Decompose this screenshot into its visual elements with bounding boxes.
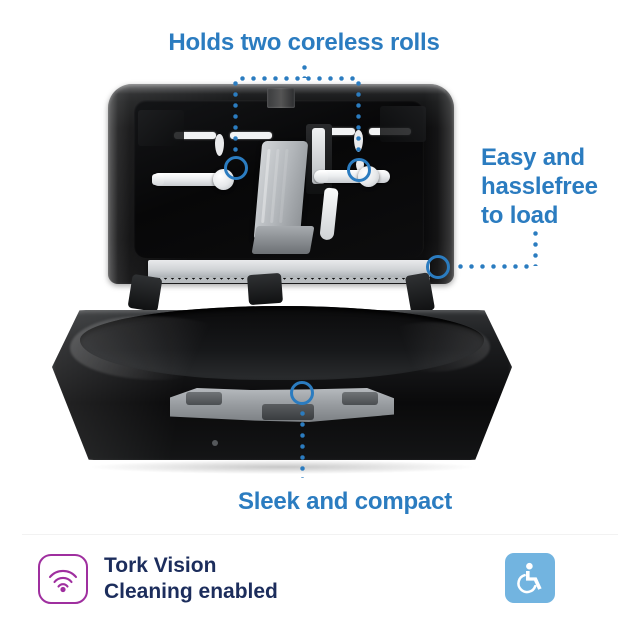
wifi-signal-icon [38,554,88,604]
wheelchair-accessible-icon [505,553,555,603]
connector-right-run [455,264,535,269]
interior-vent-right [380,106,426,142]
callout-label-sleek-and-compact: Sleek and compact [237,488,453,515]
spindle-shaft-left [152,173,228,186]
roll-divider-fin [253,141,309,239]
lid-right-bevel-highlight [424,84,454,284]
footer: Tork Vision Cleaning enabled [0,545,640,640]
interior-slot-right-a [313,128,355,135]
lid-latch-nub [267,88,295,108]
base-screw-point [212,440,218,446]
interior-vent-left [138,110,184,146]
dispenser-base [52,292,512,474]
connector-top-bus [237,76,361,81]
interior-drip-left [215,134,224,156]
lid-left-bevel-highlight [108,84,130,284]
roll-spindle-left [152,169,234,190]
connector-top-branch-left [233,78,238,154]
base-gloss-highlight-right [370,322,490,372]
product-image [52,84,512,474]
roll-divider-base [251,226,315,254]
tear-bar [148,260,430,283]
callout-marker-right-spindle [347,158,371,182]
bracket-slot-right [342,392,378,405]
connector-bottom-run [300,408,305,478]
bracket-center-notch [262,404,314,420]
callout-label-holds-two-coreless-rolls: Holds two coreless rolls [168,29,440,56]
base-opening-rim [80,306,484,380]
connector-top-stem [302,62,307,78]
dispenser-lid [108,84,454,284]
bracket-slot-left [186,392,222,405]
tork-vision-badge: Tork Vision Cleaning enabled [38,553,278,605]
tork-vision-label: Tork Vision Cleaning enabled [104,554,278,603]
callout-marker-base [290,381,314,405]
interior-slot-left-a [174,132,216,139]
base-gloss-highlight-left [70,316,250,380]
tear-bar-teeth [148,277,430,283]
callout-label-easy-and-hasslefree-to-load: Easy and hasslefree to load [481,144,598,229]
callout-marker-left-spindle [224,156,248,180]
base-drop-shadow [92,460,472,474]
footer-divider [22,534,618,535]
callout-marker-lid-edge [426,255,450,279]
spindle-tip-left [152,174,164,185]
connector-right-riser [533,228,538,266]
interior-slot-left-b [230,132,272,139]
spindle-tip-right [316,171,328,182]
connector-top-branch-right [356,78,361,156]
